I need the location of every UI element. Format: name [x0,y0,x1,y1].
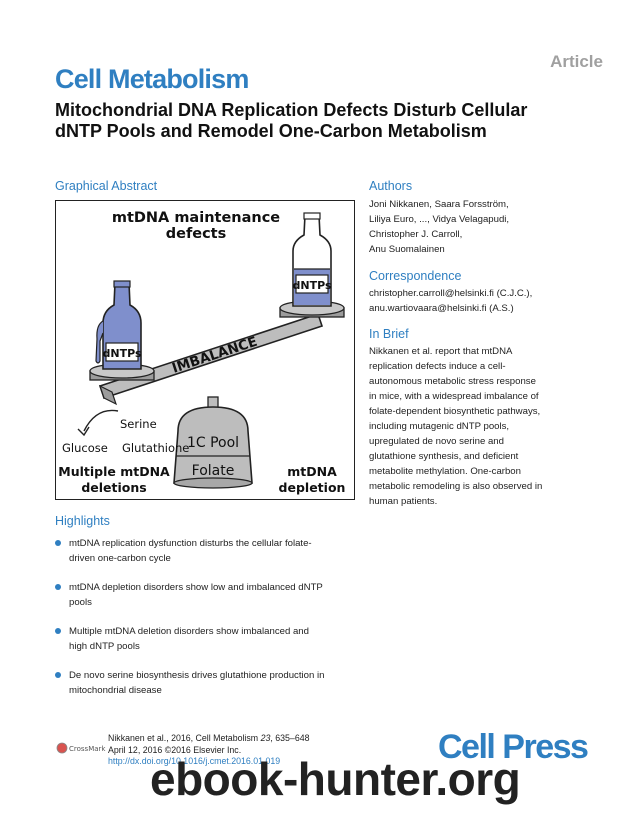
serine-arrow-head [77,426,90,437]
article-type-label: Article [550,52,603,71]
bullet-icon [55,584,61,590]
svg-text:CrossMark: CrossMark [69,745,106,753]
graphical-abstract-heading: Graphical Abstract [55,179,158,193]
authors-line: Joni Nikkanen, Saara Forsström, [369,199,509,210]
right-dntp-bottle [292,212,332,307]
highlight-item: mtDNA replication dysfunction disturbs t… [55,536,360,566]
bullet-icon [55,540,61,546]
authors-line: Anu Suomalainen [369,244,445,255]
multiple-deletions-line2: deletions [81,480,146,495]
correspondence-list: christopher.carroll@helsinki.fi (C.J.C.)… [369,286,619,316]
authors-line: Christopher J. Carroll, [369,229,463,240]
imbalance-beam [98,312,324,406]
ga-top-label-line2: defects [166,226,227,242]
fulcrum-pot [173,396,253,489]
bullet-icon [55,672,61,678]
watermark-text: ebook-hunter.org [150,753,521,805]
crossmark-logo[interactable]: CrossMark [56,741,112,754]
correspondence-email[interactable]: anu.wartiovaara@helsinki.fi (A.S.) [369,303,514,314]
depletion-line1: mtDNA [287,464,337,479]
authors-line: Liliya Euro, ..., Vidya Velagapudi, [369,214,510,225]
multiple-deletions-line1: Multiple mtDNA [58,464,170,479]
in-brief-line: glutathione synthesis, and deficient [369,451,519,462]
in-brief-line: autonomous metabolic stress response [369,376,536,387]
article-title: Mitochondrial DNA Replication Defects Di… [55,100,528,141]
serine-label: Serine [120,417,157,431]
highlight-item: De novo serine biosynthesis drives gluta… [55,668,360,698]
glucose-label: Glucose [62,441,108,455]
journal-name: Cell Metabolism [55,64,249,94]
authors-heading: Authors [369,179,413,193]
graphical-abstract-figure: mtDNA maintenance defects 1C Pool Folate… [55,200,355,500]
in-brief-line: metabolic remodeling is also observed in [369,481,543,492]
in-brief-line: metabolite methylation. One-carbon [369,466,521,477]
left-dntp-bottle [95,280,142,370]
one-carbon-pool-label: 1C Pool [187,435,239,451]
right-bottle-label: dNTPs [293,279,332,292]
in-brief-line: human patients. [369,496,438,507]
imbalance-label: IMBALANCE [170,334,259,377]
doi-link[interactable]: http://dx.doi.org/10.1016/j.cmet.2016.01… [108,756,281,766]
depletion-line2: depletion [279,480,346,495]
in-brief-line: folate-dependent biosynthetic pathways, [369,406,541,417]
ga-top-label-line1: mtDNA maintenance [112,210,280,226]
in-brief-line: including mutagenic dNTP pools, [369,421,510,432]
correspondence-heading: Correspondence [369,269,462,283]
authors-list: Joni Nikkanen, Saara Forsström, Liliya E… [369,197,609,257]
in-brief-line: upregulated de novo serine and [369,436,504,447]
in-brief-line: in mice, with a widespread imbalance of [369,391,539,402]
in-brief-line: replication defects induce a cell- [369,361,506,372]
cell-press-logo: Cell Press [438,728,589,766]
correspondence-email[interactable]: christopher.carroll@helsinki.fi (C.J.C.)… [369,288,533,299]
in-brief-text: Nikkanen et al. report that mtDNA replic… [369,344,619,509]
glutathione-label: Glutathione [122,441,189,455]
citation-date: April 12, 2016 ©2016 Elsevier Inc. [108,744,242,755]
bullet-icon [55,628,61,634]
citation-line: Nikkanen et al., 2016, Cell Metabolism 2… [108,733,310,743]
in-brief-heading: In Brief [369,327,409,341]
left-bottle-label: dNTPs [103,347,142,360]
serine-arrow [83,409,119,432]
highlights-section: Highlights mtDNA replication dysfunction… [55,514,360,712]
highlights-heading: Highlights [55,514,110,528]
highlight-item: mtDNA depletion disorders show low and i… [55,580,360,610]
in-brief-line: Nikkanen et al. report that mtDNA [369,346,513,357]
folate-label: Folate [192,463,235,479]
highlight-item: Multiple mtDNA deletion disorders show i… [55,624,360,654]
citation-block: Nikkanen et al., 2016, Cell Metabolism 2… [108,733,310,768]
crossmark-icon [56,742,68,754]
